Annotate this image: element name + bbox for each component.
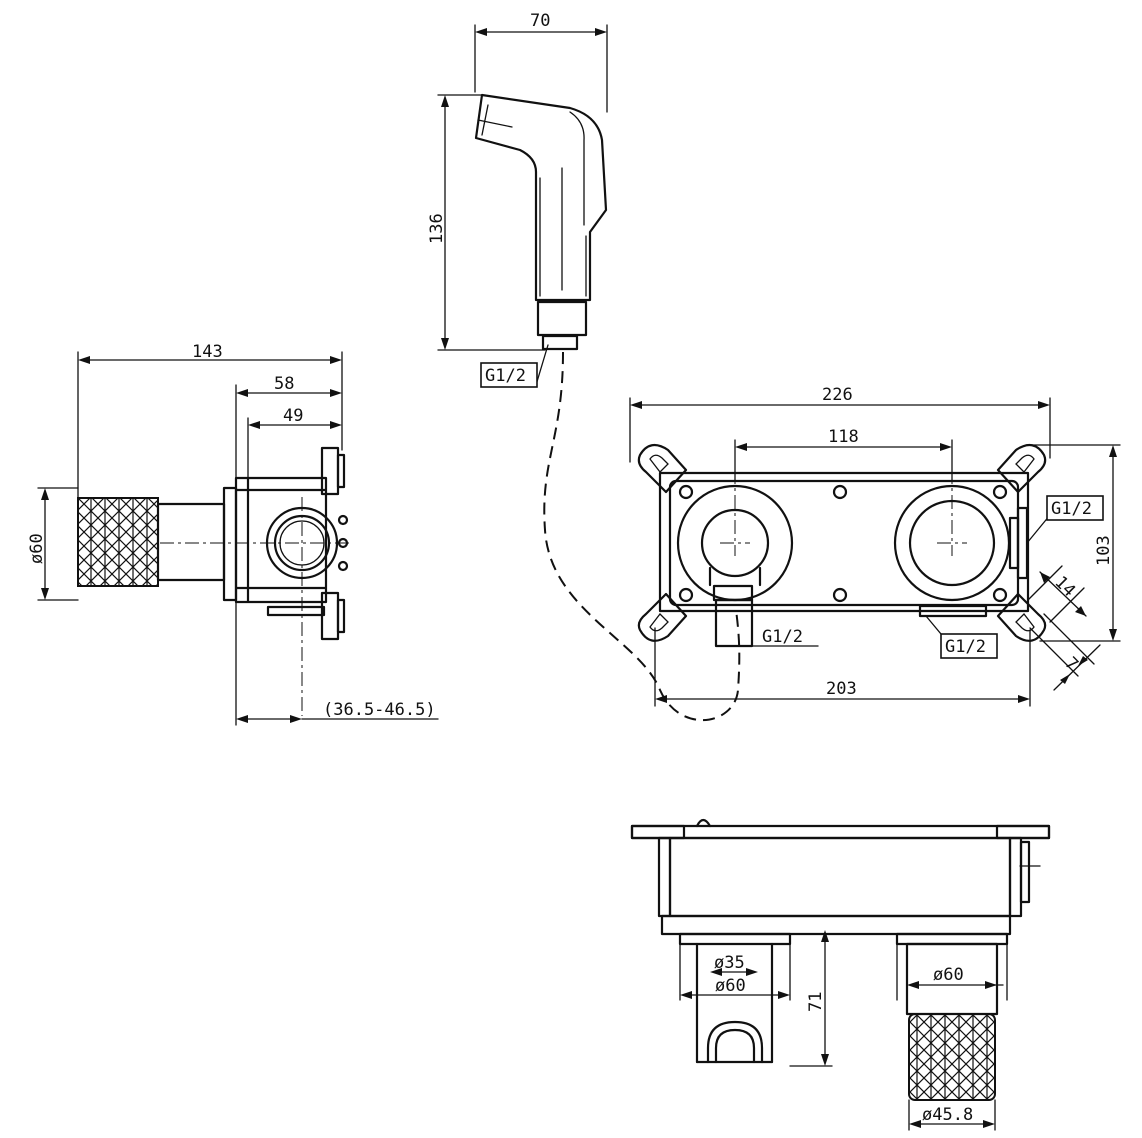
- side-view: 143 58 49 ø60 (36.5-46.5): [27, 342, 439, 726]
- side-49-label: 49: [283, 406, 303, 426]
- front-height-label: 103: [1094, 535, 1114, 566]
- handset-body-line: [539, 177, 587, 297]
- front-thread-bottom-label: G1/2: [945, 637, 986, 657]
- side-range-label: (36.5-46.5): [323, 700, 436, 720]
- handset-thread-label: G1/2: [485, 366, 526, 386]
- bottom-d60-left-label: ø60: [715, 976, 746, 996]
- handset-width-label: 70: [530, 11, 550, 31]
- hose: [543, 351, 741, 721]
- front-thread-right-label: G1/2: [1051, 499, 1092, 519]
- side-sleeve: [156, 502, 226, 582]
- bottom-d45-label: ø45.8: [922, 1105, 973, 1125]
- side-dia-label: ø60: [27, 533, 47, 564]
- bottom-hook: [706, 1020, 764, 1064]
- bottom-base: [660, 914, 1012, 936]
- handset-view: 70 136 G1/2: [427, 11, 741, 721]
- side-58-label: 58: [274, 374, 294, 394]
- bottom-d60-right-label: ø60: [933, 965, 964, 985]
- handset-outline: [474, 93, 608, 302]
- handset-connector: [541, 334, 579, 351]
- handset-neck: [536, 300, 588, 337]
- bottom-d35-label: ø35: [714, 953, 745, 973]
- side-box: [234, 476, 328, 604]
- front-thread-left-label: G1/2: [762, 627, 803, 647]
- front-width-label: 226: [822, 385, 853, 405]
- bottom-box: [668, 836, 1012, 918]
- bottom-71-label: 71: [806, 992, 826, 1012]
- side-body: [222, 486, 238, 602]
- front-7-label: 7: [1060, 653, 1081, 674]
- front-centers-label: 118: [828, 427, 859, 447]
- bottom-top-bar: [630, 824, 1051, 840]
- front-view: 226 118 103 G1/2 14 7 G1/2 G1/2: [629, 385, 1121, 707]
- bottom-view: ø35 ø60 71 ø60 ø45.8: [630, 818, 1051, 1131]
- side-flange-top: [320, 446, 340, 496]
- handset-height-label: 136: [427, 213, 447, 244]
- handset-head-inner: [477, 104, 585, 291]
- side-total-label: 143: [192, 342, 223, 362]
- front-holes-label: 203: [826, 679, 857, 699]
- bottom-knurl: [908, 1013, 996, 1101]
- side-knurl: [77, 497, 159, 587]
